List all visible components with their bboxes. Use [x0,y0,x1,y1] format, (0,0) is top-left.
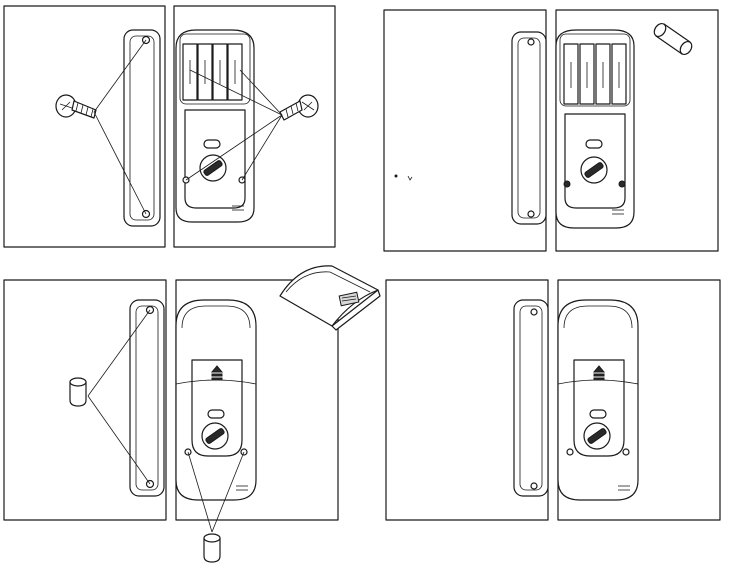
strike-plate [129,299,165,497]
panel-step-1 [3,5,336,248]
leader-lines [93,39,283,215]
door-outline [3,279,339,521]
screw-hole [563,180,571,188]
strike-plate [513,299,549,497]
battery-compartment [182,43,243,101]
lock-body-closed [175,299,257,501]
screw-plug [530,308,538,316]
screw-hole [527,38,535,46]
leader-lines [87,309,245,533]
strike-plate [511,31,547,225]
screw-hole [527,210,535,218]
thumb-turn-icon [201,422,229,450]
door-outline [385,279,721,521]
strike-plate [123,29,161,227]
screw-icon [279,94,319,121]
screw-plug-icon [203,533,221,563]
screw-icon [55,94,97,119]
battery-icon [653,22,693,56]
screw-hole [618,180,626,188]
battery-compartment [563,43,627,105]
lock-body-open [175,29,255,223]
thumb-turn-icon [580,156,608,184]
screw-plug [566,448,574,456]
battery-cover-icon [279,265,381,331]
thumb-turn-icon [583,422,611,450]
screw-plug-icon [69,377,87,407]
door-outline [3,5,336,248]
panel-step-4 [385,279,721,521]
panel-step-2 [383,9,719,252]
screw-plug [530,482,538,490]
panel-step-3 [3,265,381,563]
screw-plug [622,448,630,456]
lock-body-closed [557,299,639,501]
lock-body-open [555,29,635,229]
door-outline [383,9,719,252]
thumb-turn-icon [199,154,227,182]
stray-marks [394,174,413,181]
